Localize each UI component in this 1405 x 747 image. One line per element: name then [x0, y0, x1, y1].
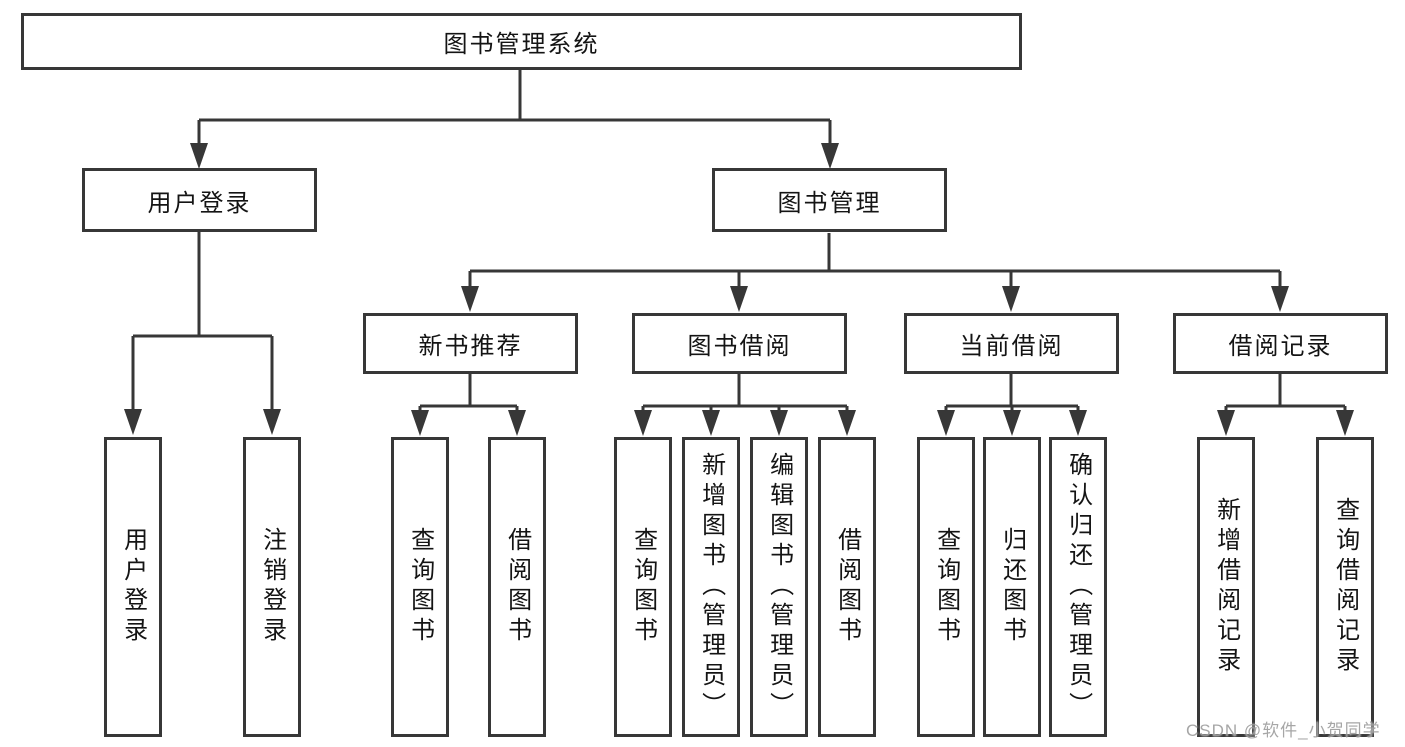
- node-logout-leaf: 注销登录: [243, 437, 301, 737]
- node-query-books-borrow-label: 查询图书: [629, 527, 657, 647]
- node-add-book-admin-label: 新增图书（管理员）: [697, 452, 725, 722]
- node-library-management-system: 图书管理系统: [21, 13, 1022, 70]
- node-borrow-books-recommend-label: 借阅图书: [503, 527, 531, 647]
- node-borrow-books-leaf-label: 借阅图书: [833, 527, 861, 647]
- arrowheads: [124, 143, 1354, 436]
- node-edit-book-admin: 编辑图书（管理员）: [750, 437, 808, 737]
- node-logout-leaf-label: 注销登录: [258, 527, 286, 647]
- node-user-login-leaf-label: 用户登录: [119, 527, 147, 647]
- node-borrowing-records: 借阅记录: [1173, 313, 1388, 374]
- csdn-watermark: CSDN @软件_小贺同学: [1186, 721, 1381, 740]
- node-book-borrowing: 图书借阅: [632, 313, 847, 374]
- node-query-books-recommend-label: 查询图书: [406, 527, 434, 647]
- node-borrow-books-leaf: 借阅图书: [818, 437, 876, 737]
- node-confirm-return-admin-label: 确认归还（管理员）: [1064, 452, 1092, 722]
- node-edit-book-admin-label: 编辑图书（管理员）: [765, 452, 793, 722]
- node-query-borrow-record-label: 查询借阅记录: [1331, 497, 1359, 677]
- node-new-book-recommend: 新书推荐: [363, 313, 578, 374]
- node-query-books-current-label: 查询图书: [932, 527, 960, 647]
- node-borrow-books-recommend: 借阅图书: [488, 437, 546, 737]
- node-user-login-leaf: 用户登录: [104, 437, 162, 737]
- node-query-books-current: 查询图书: [917, 437, 975, 737]
- tree-edges: [131, 70, 1347, 411]
- node-return-book-label: 归还图书: [998, 527, 1026, 647]
- node-user-login-branch: 用户登录: [82, 168, 317, 232]
- node-add-book-admin: 新增图书（管理员）: [682, 437, 740, 737]
- node-query-books-borrow: 查询图书: [614, 437, 672, 737]
- node-query-borrow-record: 查询借阅记录: [1316, 437, 1374, 737]
- node-query-books-recommend: 查询图书: [391, 437, 449, 737]
- node-confirm-return-admin: 确认归还（管理员）: [1049, 437, 1107, 737]
- node-current-borrowing: 当前借阅: [904, 313, 1119, 374]
- node-add-borrow-record: 新增借阅记录: [1197, 437, 1255, 737]
- node-book-management-branch: 图书管理: [712, 168, 947, 232]
- node-return-book: 归还图书: [983, 437, 1041, 737]
- node-add-borrow-record-label: 新增借阅记录: [1212, 497, 1240, 677]
